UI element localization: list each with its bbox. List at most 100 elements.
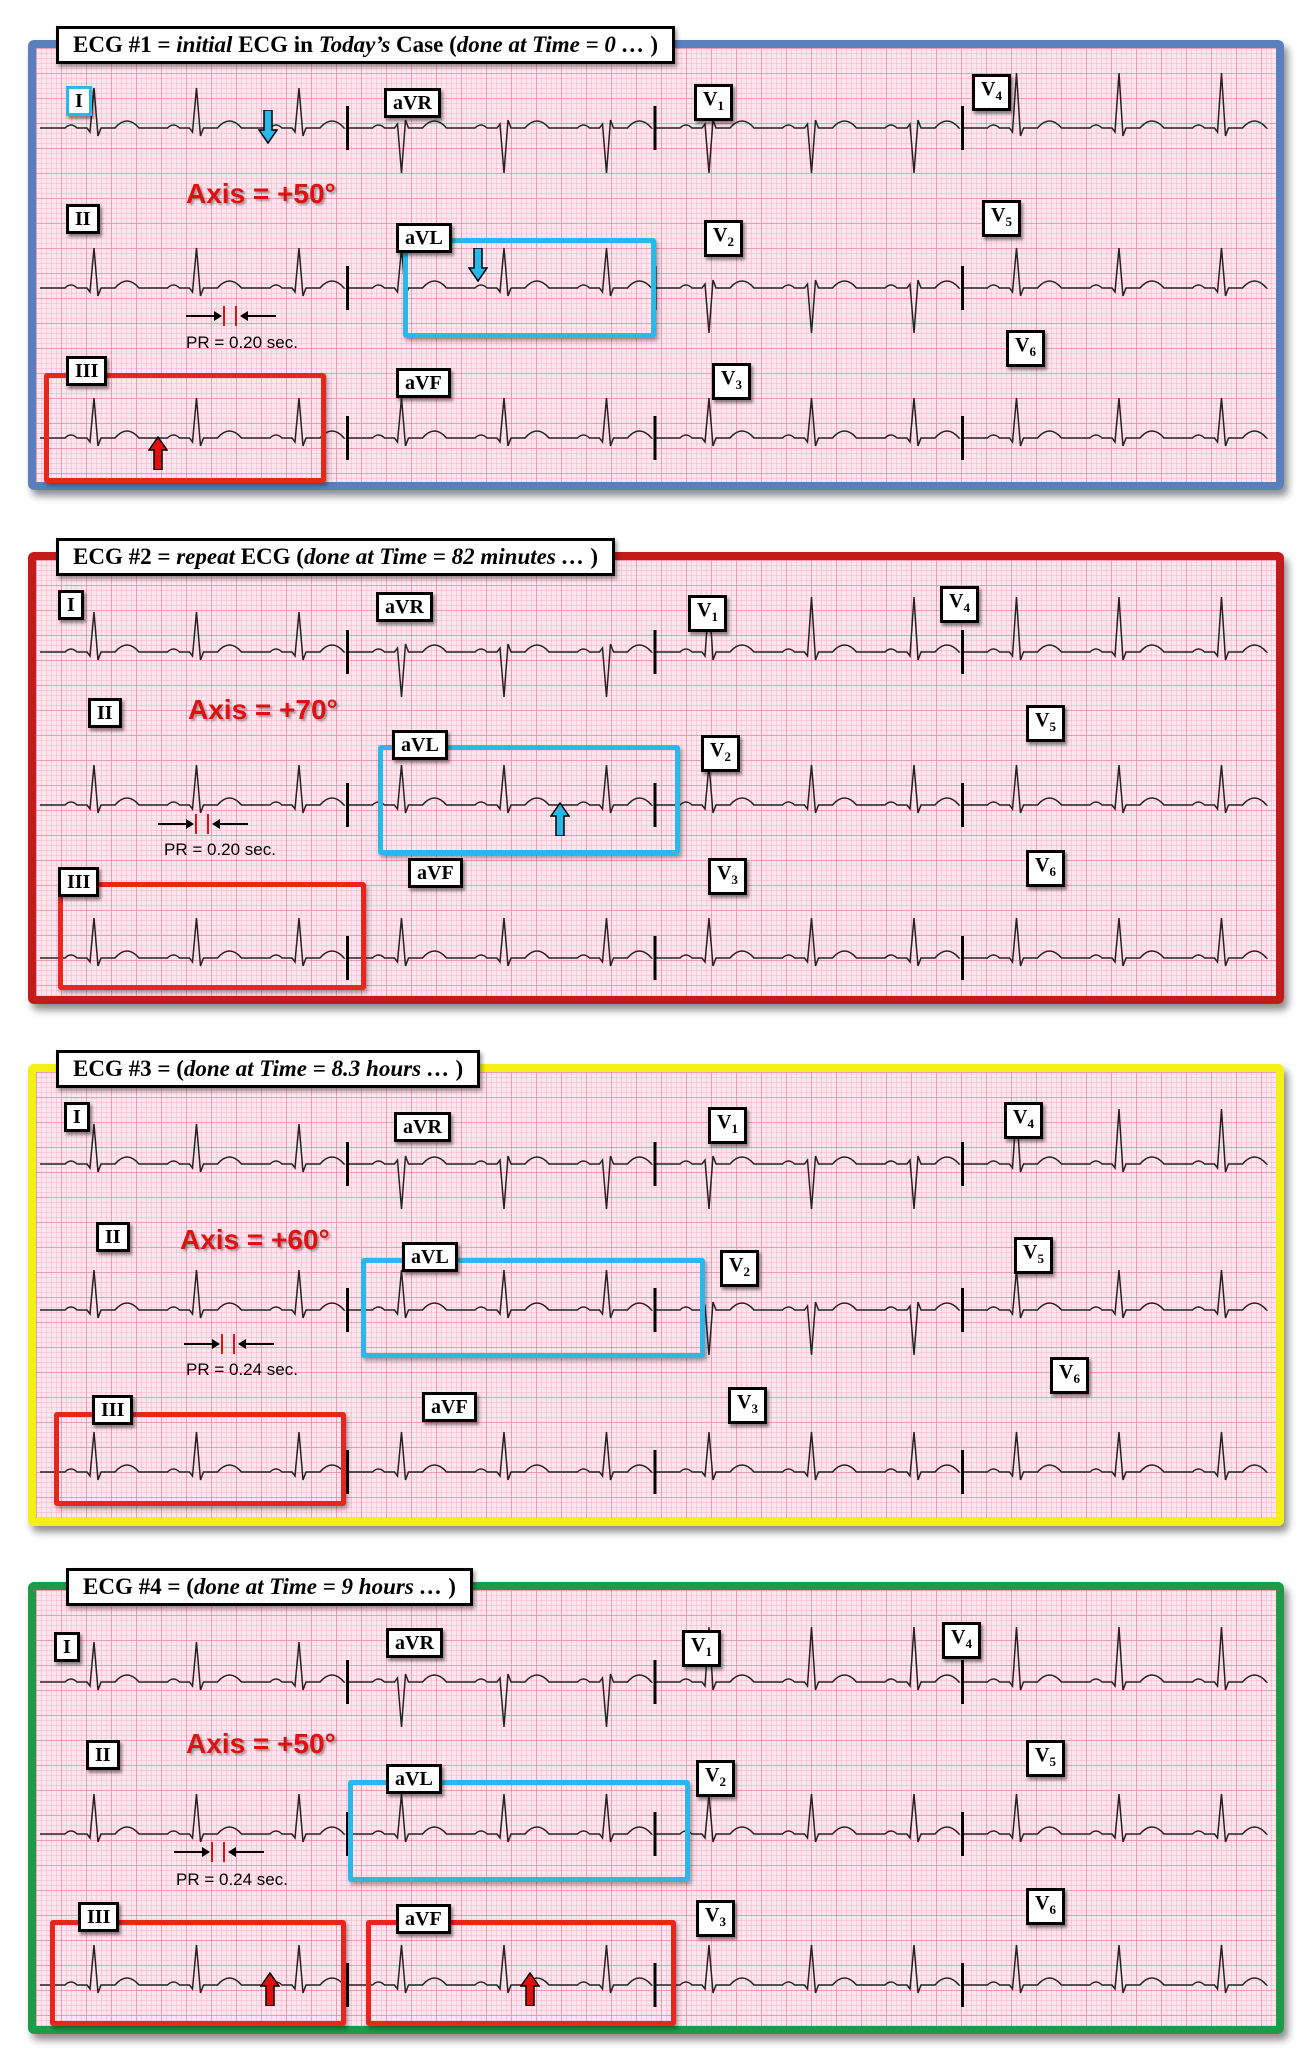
ecg-waveform	[962, 247, 1269, 297]
pr-interval-marker	[174, 1842, 264, 1862]
lead-I-label: I	[58, 590, 84, 620]
ecg-waveform	[347, 917, 654, 967]
lead-aVL-box	[403, 238, 656, 338]
ecg-waveform	[347, 1269, 654, 1319]
lead-V3-label: V3	[708, 858, 747, 895]
ecg4-panel: ECG #4 = (done at Time = 9 hours … ) I I…	[28, 1568, 1284, 2034]
ecg1-title: ECG #1 = initial ECG in Today’s Case (do…	[56, 26, 676, 64]
lead-II-label: II	[96, 1222, 130, 1252]
ecg-waveform	[655, 917, 961, 967]
ecg-waveform	[347, 1431, 654, 1481]
lead-II-label: II	[88, 698, 122, 728]
lead-aVR-label: aVR	[384, 88, 441, 118]
ecg-waveform	[40, 1269, 346, 1319]
red-up-arrow-icon	[520, 1972, 540, 2006]
lead-V3-label: V3	[696, 1900, 735, 1937]
ecg-waveform	[655, 279, 961, 334]
ecg-waveform	[40, 1123, 346, 1173]
lead-aVL-label: aVL	[402, 1242, 458, 1272]
ecg-grid	[36, 1590, 1276, 2026]
lead-III-box	[50, 1920, 346, 2026]
lead-V5-label: V5	[1026, 705, 1065, 742]
lead-V6-label: V6	[1050, 1357, 1089, 1394]
ecg-waveform	[40, 611, 346, 661]
ecg-waveform	[40, 1431, 346, 1481]
lead-V6-label: V6	[1026, 1888, 1065, 1925]
ecg-trace	[40, 1626, 1269, 2007]
pr-interval-marker	[158, 814, 248, 834]
blue-down-arrow-icon	[468, 248, 488, 282]
lead-I-label: I	[54, 1632, 80, 1662]
ecg1-panel: ECG #1 = initial ECG in Today’s Case (do…	[28, 26, 1284, 490]
lead-III-box	[44, 373, 326, 483]
lead-V4-label: V4	[942, 1622, 981, 1659]
axis-label: Axis = +50°	[186, 178, 336, 209]
ecg-waveform	[347, 1793, 654, 1843]
lead-I-label: I	[64, 1102, 90, 1132]
ecg-waveform	[655, 119, 961, 174]
ecg-waveform	[347, 764, 654, 814]
lead-aVL-label: aVL	[386, 1764, 442, 1794]
lead-aVL-box	[361, 1258, 705, 1358]
axis-label: Axis = +50°	[186, 1728, 336, 1759]
pr-interval-label: PR = 0.24 sec.	[186, 1360, 298, 1379]
ecg-waveform	[347, 119, 654, 174]
ecg-waveform	[962, 1944, 1269, 1994]
pr-interval-label: PR = 0.24 sec.	[176, 1870, 288, 1889]
lead-aVF-label: aVF	[422, 1392, 477, 1422]
lead-V2-label: V2	[701, 735, 740, 772]
ecg-waveform	[962, 764, 1269, 814]
ecg-waveform	[962, 596, 1269, 661]
ecg-waveform	[40, 397, 346, 447]
ecg-trace	[40, 1108, 1269, 1494]
ecg-waveform	[962, 1793, 1269, 1843]
ecg-waveform	[655, 1793, 961, 1843]
lead-III-box	[58, 882, 366, 990]
pr-interval-marker	[184, 1334, 274, 1354]
ecg-waveform	[347, 247, 654, 297]
ecg-waveform	[347, 1155, 654, 1210]
blue-up-arrow-icon	[550, 802, 570, 836]
lead-V1-label: V1	[682, 1630, 721, 1667]
lead-V5-label: V5	[1026, 1740, 1065, 1777]
ecg-waveform	[40, 247, 346, 297]
ecg-waveform	[40, 87, 346, 137]
lead-V2-label: V2	[696, 1760, 735, 1797]
lead-III-label: III	[66, 356, 108, 386]
lead-V1-label: V1	[694, 84, 733, 121]
lead-V2-label: V2	[704, 220, 743, 257]
lead-V2-label: V2	[720, 1250, 759, 1287]
ecg4-title: ECG #4 = (done at Time = 9 hours … )	[66, 1568, 473, 1606]
lead-III-label: III	[58, 867, 100, 897]
pr-interval-label: PR = 0.20 sec.	[186, 333, 298, 352]
lead-aVR-label: aVR	[394, 1112, 451, 1142]
ecg-waveform	[655, 397, 961, 447]
ecg-waveform	[655, 764, 961, 814]
axis-label: Axis = +60°	[180, 1224, 330, 1255]
lead-III-box	[54, 1412, 346, 1506]
lead-V5-label: V5	[1014, 1237, 1053, 1274]
lead-V5-label: V5	[982, 200, 1021, 237]
axis-label: Axis = +70°	[188, 694, 338, 725]
lead-aVL-label: aVL	[396, 223, 452, 253]
ecg2-title: ECG #2 = repeat ECG (done at Time = 82 m…	[56, 538, 615, 576]
ecg-waveform	[655, 1431, 961, 1481]
lead-V4-label: V4	[940, 586, 979, 623]
ecg-waveform	[962, 1431, 1269, 1481]
ecg3-panel: ECG #3 = (done at Time = 8.3 hours … ) I…	[28, 1050, 1284, 1526]
ecg-waveform	[40, 1944, 346, 1994]
lead-V4-label: V4	[1004, 1102, 1043, 1139]
red-up-arrow-icon	[260, 1972, 280, 2006]
lead-aVF-label: aVF	[396, 1904, 451, 1934]
lead-V6-label: V6	[1006, 330, 1045, 367]
ecg-waveform	[347, 643, 654, 698]
lead-V3-label: V3	[712, 363, 751, 400]
pr-interval-label: PR = 0.20 sec.	[164, 840, 276, 859]
lead-I-label: I	[66, 86, 92, 116]
lead-V1-label: V1	[708, 1107, 747, 1144]
lead-II-label: II	[66, 204, 100, 234]
ecg-waveform	[962, 917, 1269, 967]
lead-aVR-label: aVR	[376, 592, 433, 622]
ecg-waveform	[655, 1944, 961, 1994]
ecg-waveform	[962, 397, 1269, 447]
